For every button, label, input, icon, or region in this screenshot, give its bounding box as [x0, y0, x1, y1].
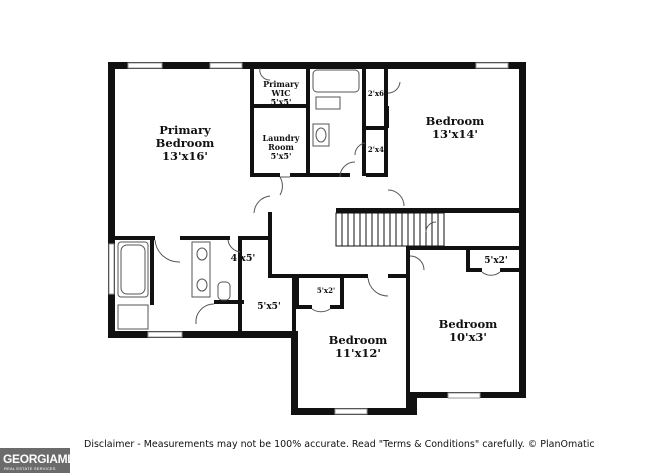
room-dims: 11'x12'	[335, 346, 381, 361]
room-name: Bedroom	[328, 333, 388, 347]
logo-main-text: GEORGIAMLS	[3, 452, 83, 466]
room-name: Bedroom	[425, 114, 485, 128]
closet-5x5-label: 5'x5'	[254, 302, 284, 312]
room-name: Laundry Room	[262, 133, 300, 153]
room-dims: 5'x5'	[270, 97, 292, 108]
stairs	[335, 212, 445, 247]
room-dims: 4'x5'	[230, 253, 256, 264]
windows	[108, 62, 509, 415]
disclaimer-text: Disclaimer - Measurements may not be 100…	[84, 439, 595, 450]
room-dims: 2'x6'	[367, 89, 387, 98]
room-bedroom-ne: Bedroom 13'x14'	[420, 114, 490, 142]
logo-sub-text: REAL ESTATE SERVICES	[4, 466, 56, 471]
room-dims: 5'x5'	[270, 151, 292, 162]
closet-2x4-label: 2'x4'	[366, 145, 388, 154]
room-name: Primary Bedroom	[155, 123, 215, 151]
closet-5x2-right-label: 5'x2'	[479, 256, 513, 266]
room-dims: 13'x16'	[162, 149, 208, 164]
door-swings	[154, 67, 501, 325]
room-bedroom-s: Bedroom 11'x12'	[320, 333, 396, 361]
room-dims: 5'x2'	[484, 256, 508, 266]
fixtures	[117, 69, 360, 330]
room-laundry: Laundry Room 5'x5'	[258, 133, 304, 162]
room-name: Primary WIC	[263, 79, 299, 99]
room-dims: 2'x4'	[367, 145, 387, 154]
room-dims: 13'x14'	[432, 127, 478, 142]
georgia-mls-logo: GEORGIAMLS REAL ESTATE SERVICES	[0, 448, 82, 473]
room-dims: 5'x5'	[257, 302, 281, 312]
room-primary-wic: Primary WIC 5'x5'	[258, 79, 304, 108]
closet-5x2-small-label: 5'x2'	[312, 286, 340, 295]
room-dims: 10'x3'	[449, 330, 487, 345]
walls	[108, 62, 526, 415]
room-name: Bedroom	[438, 317, 498, 331]
closet-4x5-label: 4'x5'	[228, 253, 258, 265]
closet-2x6-label: 2'x6'	[366, 89, 388, 98]
room-bedroom-se: Bedroom 10'x3'	[430, 317, 506, 345]
room-primary-bedroom: Primary Bedroom 13'x16'	[145, 123, 225, 164]
room-dims: 5'x2'	[316, 286, 336, 295]
